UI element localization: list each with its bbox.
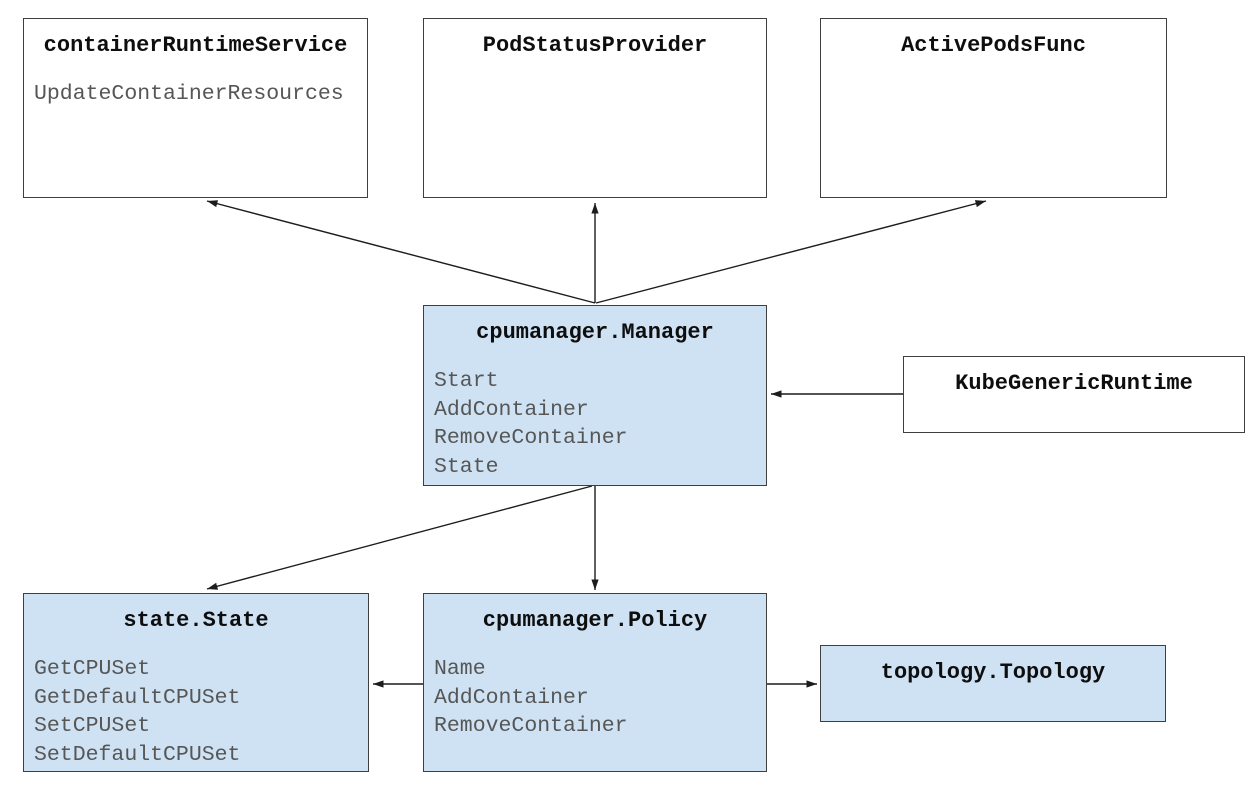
edge-manager-to-active-pods-func [595, 200, 987, 304]
node-title: topology.Topology [880, 660, 1106, 685]
method-item: Start [434, 369, 499, 393]
node-pod-status-provider: PodStatusProvider [423, 18, 767, 198]
node-title: cpumanager.Policy [482, 608, 708, 633]
method-item: GetDefaultCPUSet [34, 685, 241, 710]
node-title: containerRuntimeService [43, 33, 348, 58]
node-container-runtime-service: containerRuntimeService UpdateContainerR… [23, 18, 368, 198]
method-item: RemoveContainer [434, 426, 628, 451]
method-item: GetCPUSet [34, 657, 151, 681]
method-item: RemoveContainer [434, 714, 628, 739]
node-title: cpumanager.Manager [476, 320, 714, 345]
method-item: AddContainer [434, 685, 589, 710]
node-kube-generic-runtime: KubeGenericRuntime [903, 356, 1245, 433]
method-item: SetDefaultCPUSet [34, 742, 241, 767]
node-method-list: UpdateContainerResources [24, 80, 367, 109]
node-title: state.State [123, 608, 269, 633]
node-title: KubeGenericRuntime [955, 371, 1193, 396]
method-item: UpdateContainerResources [34, 82, 344, 106]
method-item: Name [434, 657, 486, 681]
node-active-pods-func: ActivePodsFunc [820, 18, 1167, 198]
method-item: AddContainer [434, 397, 589, 422]
edge-manager-to-container-runtime-service [206, 200, 596, 304]
node-title: ActivePodsFunc [901, 33, 1086, 58]
edge-manager-to-state [206, 485, 593, 590]
method-item: SetCPUSet [34, 714, 151, 739]
node-topology-topology: topology.Topology [820, 645, 1166, 722]
method-item: State [434, 454, 499, 479]
node-title: PodStatusProvider [482, 33, 708, 58]
